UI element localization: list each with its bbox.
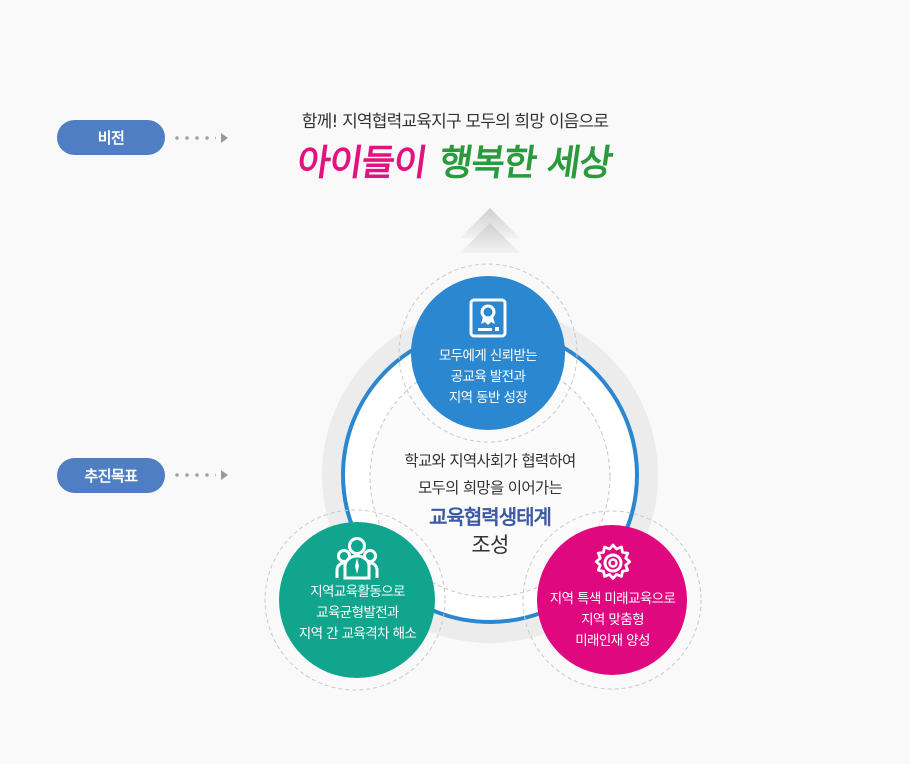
goal-right-line3: 미래인재 양성 (575, 633, 650, 649)
vision-dotted-arrow (172, 133, 228, 143)
goal-top-text: 모두에게 신뢰받는 공교육 발전과 지역 동반 성장 (413, 346, 563, 409)
arrow-right-icon (221, 470, 228, 480)
left-node-dashed-ring (264, 509, 446, 691)
goal-top-line3: 지역 동반 성장 (448, 390, 528, 406)
dotted-line (172, 136, 216, 140)
goal-left-line3: 지역 간 교육격차 해소 (298, 626, 417, 642)
goal-left-line2: 교육균형발전과 (316, 605, 399, 621)
people-group-icon (335, 537, 379, 580)
certificate-icon (469, 298, 507, 338)
vision-label: 비전 (57, 120, 165, 155)
center-line2: 모두의 희망을 이어가는 (417, 479, 563, 497)
goal-right-line1: 지역 특색 미래교육으로 (549, 591, 676, 607)
top-node-circle (411, 276, 565, 430)
right-node-circle (537, 525, 687, 675)
goal-top-line2: 공교육 발전과 (450, 369, 526, 385)
goal-right-text: 지역 특색 미래교육으로 지역 맞춤형 미래인재 양성 (535, 589, 690, 652)
right-node-dashed-ring (522, 510, 702, 690)
dotted-line (172, 473, 216, 477)
arrow-right-icon (221, 133, 228, 143)
top-node-dashed-ring (398, 263, 578, 443)
goals-label: 추진목표 (57, 458, 165, 493)
goals-dotted-arrow (172, 470, 228, 480)
goals-label-text: 추진목표 (84, 467, 138, 485)
center-highlight: 교육협력생태계 (429, 505, 552, 529)
gear-icon (594, 543, 632, 580)
vision-subtitle: 함께! 지역협력교육지구 모두의 희망 이음으로 (301, 112, 609, 132)
goal-left-line1: 지역교육활동으로 (310, 584, 405, 600)
goal-left-text: 지역교육활동으로 교육균형발전과 지역 간 교육격차 해소 (280, 582, 435, 645)
vision-label-text: 비전 (97, 129, 125, 147)
up-arrow-icon (460, 208, 520, 253)
center-line1: 학교와 지역사회가 협력하여 (404, 452, 576, 470)
goal-top-line1: 모두에게 신뢰받는 (438, 348, 538, 364)
goal-right-line2: 지역 맞춤형 (581, 612, 644, 628)
center-line4: 조성 (471, 533, 509, 557)
center-statement: 학교와 지역사회가 협력하여 모두의 희망을 이어가는 교육협력생태계 조성 (370, 448, 610, 558)
left-node-circle (279, 522, 435, 678)
